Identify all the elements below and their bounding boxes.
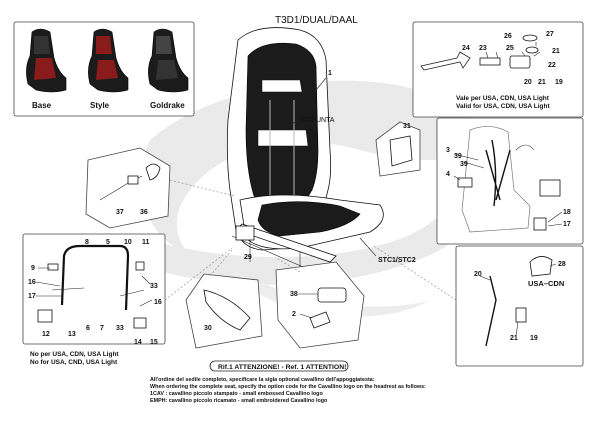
callout-2: 2: [292, 311, 296, 318]
usa-parts-box: 24 23 26 27 25 21 22 20 21 19 Vale per U…: [412, 21, 584, 118]
variant-style-seat: [88, 28, 129, 93]
callout-37: 37: [116, 209, 124, 216]
callout-35: 31: [403, 123, 411, 130]
main-seat: [226, 27, 384, 272]
attention-line-2: When ordering the complete seat, specify…: [150, 384, 426, 390]
callout-13: 13: [68, 331, 76, 338]
part-38-2-box: 38 2: [275, 261, 365, 349]
attention-line-4: EMPH: cavallino piccolo ricamato - small…: [150, 398, 328, 404]
attention-heading-box: [209, 360, 349, 372]
callout-25c: 21: [538, 79, 546, 86]
callout-20: 19: [530, 335, 538, 342]
attention-line-1: All'ordine del sedile completo, specific…: [150, 377, 375, 383]
callout-29: 26: [504, 33, 512, 40]
callout-1: 1: [328, 70, 332, 77]
callout-39a: 39: [454, 153, 462, 160]
attention-heading: Rif.1 ATTENZIONE! - Ref. 1 ATTENTION!: [218, 364, 346, 371]
valid-note-it: Vale per USA, CDN, USA Light: [456, 95, 550, 102]
part-35-box: 31: [375, 121, 421, 177]
callout-8: 8: [85, 239, 89, 246]
variant-label-base: Base: [32, 101, 52, 110]
callout-16b: 16: [154, 299, 162, 306]
valid-note-en: Valid for USA, CDN, USA Light: [456, 103, 550, 110]
callout-25b: 22: [548, 62, 556, 69]
callout-39b: 39: [460, 161, 468, 168]
arrow-icon: [420, 51, 471, 71]
callout-31: 28: [558, 261, 566, 268]
attention-notes: Rif.1 ATTENZIONE! - Ref. 1 ATTENTION! Al…: [150, 360, 426, 404]
callout-21: 20: [474, 271, 482, 278]
variant-base-seat: [26, 28, 67, 93]
callout-9: 9: [31, 265, 35, 272]
intpunta-label: INTPUNTA: [300, 117, 335, 124]
callout-4: 4: [446, 171, 450, 178]
callout-24: 20: [524, 79, 532, 86]
callout-11: 11: [142, 239, 150, 246]
callout-23: 19: [555, 79, 563, 86]
frame-parts-box: 8 5 10 11 9 16 17 33 16 12 13 6 7 33 14 …: [22, 233, 166, 346]
callout-5: 5: [106, 239, 110, 246]
callout-15: 15: [150, 339, 158, 346]
callout-14: 14: [134, 339, 142, 346]
variant-label-goldrake: Goldrake: [150, 101, 185, 110]
diagram-title: T3D1/DUAL/DAAL: [275, 15, 358, 26]
not-valid-note-en: No for USA, CND, USA Light: [30, 359, 118, 366]
callout-33a: 33: [150, 283, 158, 290]
usa-cdn-label: USA–CDN: [528, 279, 564, 288]
not-valid-note-it: No per USA, CDN, USA Light: [30, 351, 119, 358]
part-34-box: 30: [185, 273, 263, 349]
belt-usa-box: 28 20 USA–CDN 21 19: [455, 245, 584, 367]
variant-goldrake-seat: [148, 28, 189, 93]
callout-38: 38: [290, 291, 298, 298]
callout-3: 3: [446, 147, 450, 154]
callout-18: 17: [563, 221, 571, 228]
seat-variants-box: Base Style Goldrake: [13, 21, 195, 117]
stc-label: STC1/STC2: [378, 257, 416, 264]
attention-line-3: 1CAV : cavallino piccolo stampato - smal…: [150, 391, 323, 397]
part-36-37-box: 37 36: [85, 147, 171, 229]
callout-26: 23: [479, 45, 487, 52]
callout-22: 21: [510, 335, 518, 342]
callout-7: 7: [100, 325, 104, 332]
callout-30: 27: [546, 31, 554, 38]
callout-17: 17: [28, 293, 36, 300]
callout-36: 36: [140, 209, 148, 216]
callout-16a: 16: [28, 279, 36, 286]
variant-label-style: Style: [90, 101, 110, 110]
callout-6: 6: [86, 325, 90, 332]
callout-19: 18: [563, 209, 571, 216]
seatbelt-box: 3 39 39 4 18 17: [436, 117, 584, 245]
callout-33b: 33: [116, 325, 124, 332]
callout-27: 24: [462, 45, 470, 52]
callout-25a: 21: [552, 48, 560, 55]
callout-28: 25: [506, 45, 514, 52]
callout-32: 29: [244, 254, 252, 261]
callout-34: 30: [204, 325, 212, 332]
callout-12: 12: [42, 331, 50, 338]
callout-10: 10: [124, 239, 132, 246]
